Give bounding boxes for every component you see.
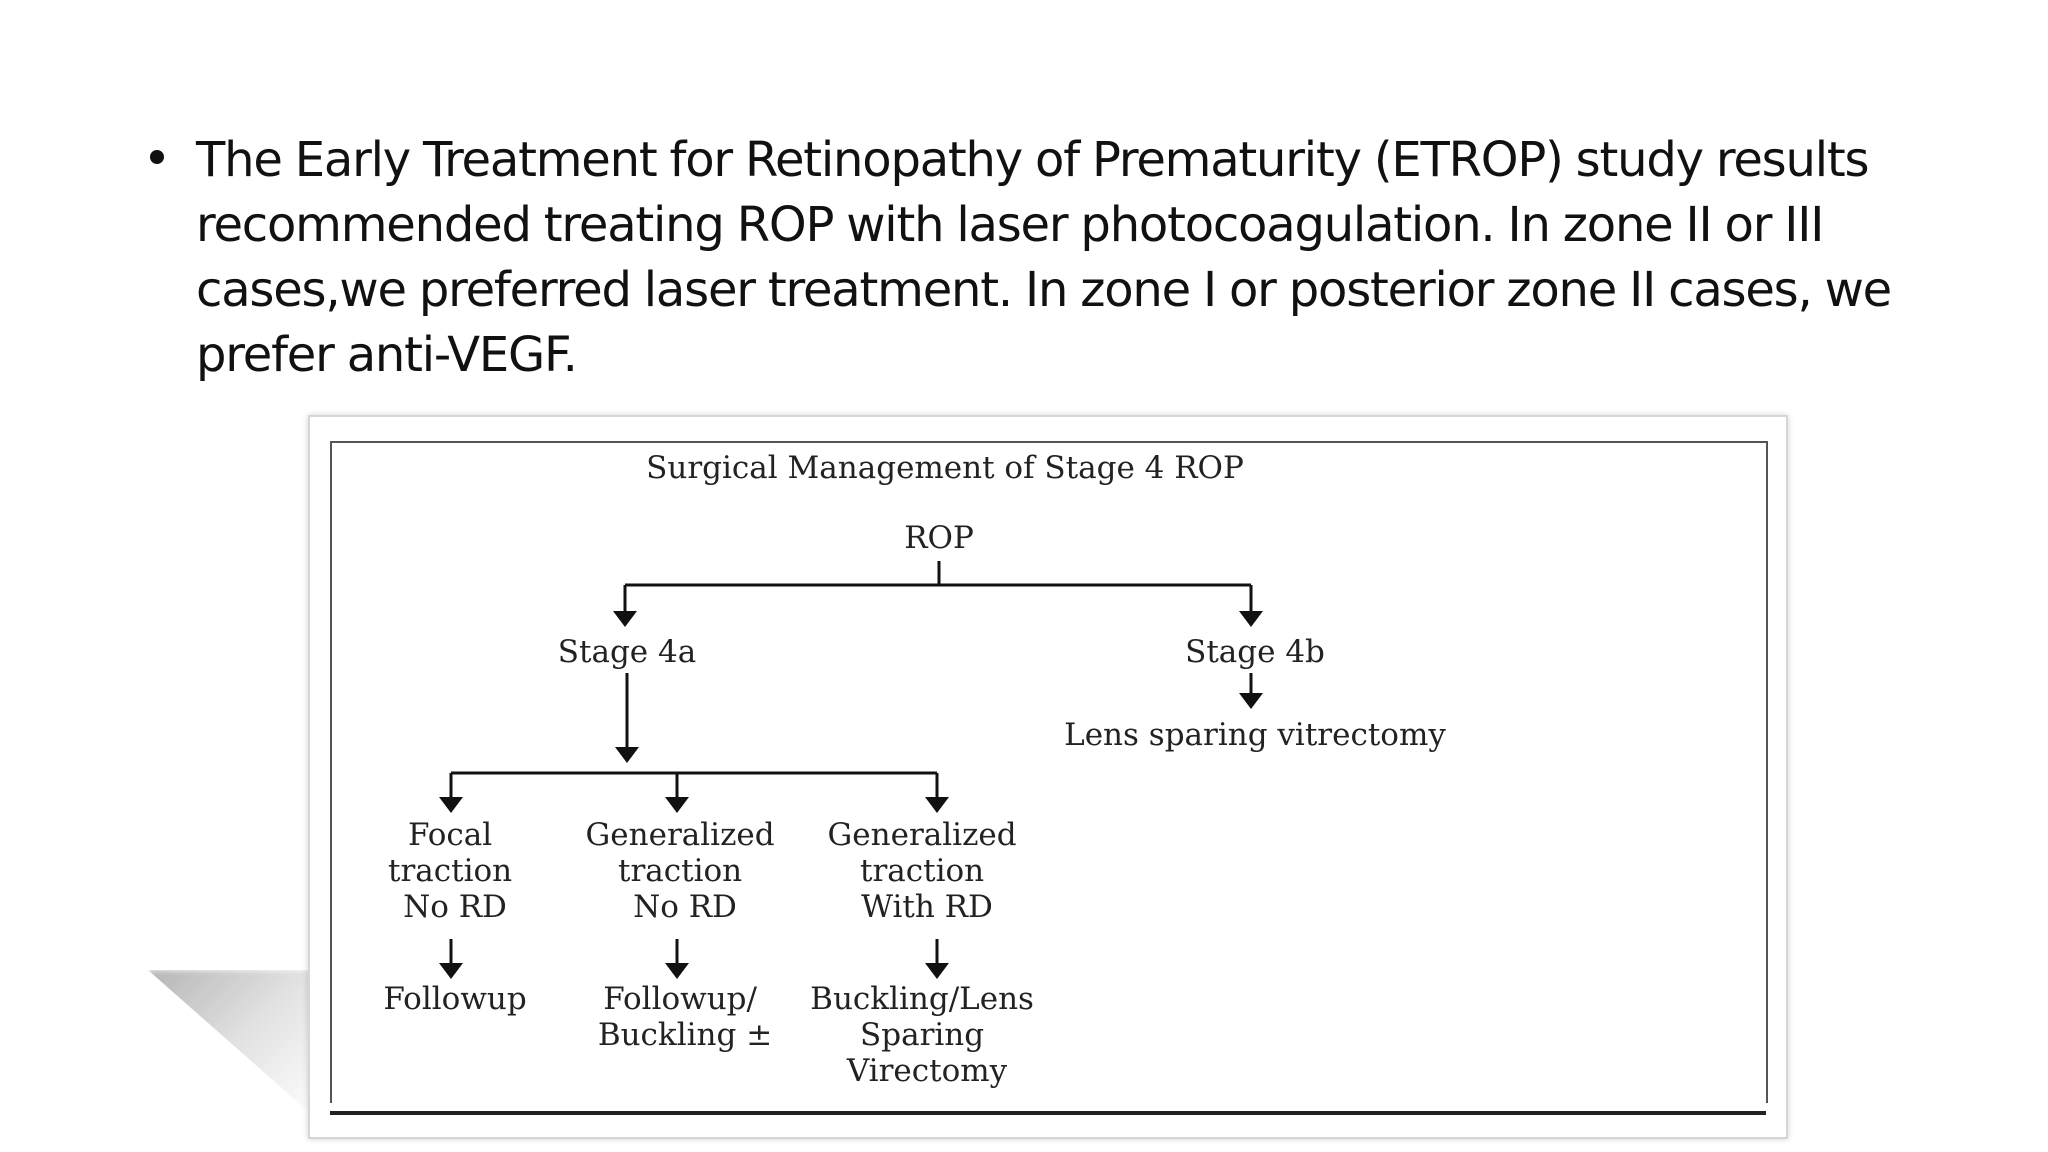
node-gen-no-rd-line-1: Generalized (586, 817, 775, 853)
flowchart: Surgical Management of Stage 4 ROP ROP S… (383, 450, 1446, 1089)
arrow-stage4b (1239, 611, 1263, 627)
node-followup-line-1: Followup (383, 981, 526, 1017)
arrow-4a-split (615, 747, 639, 763)
bullet-point: The Early Treatment for Retinopathy of P… (150, 128, 1910, 388)
bullet-text: The Early Treatment for Retinopathy of P… (196, 132, 1892, 383)
arrow-followup (439, 963, 463, 979)
node-focal-traction: Focal traction No RD (388, 817, 522, 925)
arrow-lens-sparing (1239, 693, 1263, 709)
node-generalized-with-rd: Generalized traction With RD (828, 817, 1027, 925)
node-gen-no-rd-line-2: traction (618, 853, 742, 889)
diagram-bottom-rule (330, 1111, 1766, 1115)
node-gen-with-rd-line-1: Generalized (828, 817, 1017, 853)
arrow-buckling-lens (925, 963, 949, 979)
node-focal-line-2: traction (388, 853, 512, 889)
node-gen-with-rd-line-3: With RD (861, 889, 993, 925)
node-stage-4a: Stage 4a (558, 634, 696, 670)
flowchart-content: Surgical Management of Stage 4 ROP ROP S… (383, 450, 1446, 1089)
node-buckling-lens-sparing: Buckling/Lens Sparing Virectomy (810, 981, 1044, 1089)
node-rop: ROP (904, 520, 974, 556)
node-focal-line-1: Focal (408, 817, 492, 853)
node-followup-buckling-line-2: Buckling ± (598, 1017, 772, 1053)
node-gen-with-rd-line-2: traction (860, 853, 984, 889)
node-followup: Followup (383, 981, 526, 1017)
arrow-followup-buckling (665, 963, 689, 979)
arrow-gen-with-rd (925, 797, 949, 813)
diagram-figure: Surgical Management of Stage 4 ROP ROP S… (308, 415, 1788, 1139)
node-followup-buckling: Followup/ Buckling ± (598, 981, 772, 1053)
node-stage-4b: Stage 4b (1185, 634, 1325, 670)
arrow-focal (439, 797, 463, 813)
node-followup-buckling-line-1: Followup/ (603, 981, 757, 1017)
diagram-title: Surgical Management of Stage 4 ROP (646, 450, 1244, 486)
node-lens-sparing-vitrectomy: Lens sparing vitrectomy (1064, 717, 1446, 753)
node-generalized-no-rd: Generalized traction No RD (586, 817, 785, 925)
node-buckling-lens-line-1: Buckling/Lens (810, 981, 1034, 1017)
arrow-stage4a (613, 611, 637, 627)
node-focal-line-3: No RD (403, 889, 507, 925)
figure-shadow (148, 970, 318, 1120)
node-buckling-lens-line-3: Virectomy (846, 1053, 1008, 1089)
node-gen-no-rd-line-3: No RD (633, 889, 737, 925)
arrow-gen-no-rd (665, 797, 689, 813)
node-buckling-lens-line-2: Sparing (860, 1017, 984, 1053)
bullet-dot-icon (150, 150, 164, 164)
diagram-inner-border (330, 441, 1768, 1103)
